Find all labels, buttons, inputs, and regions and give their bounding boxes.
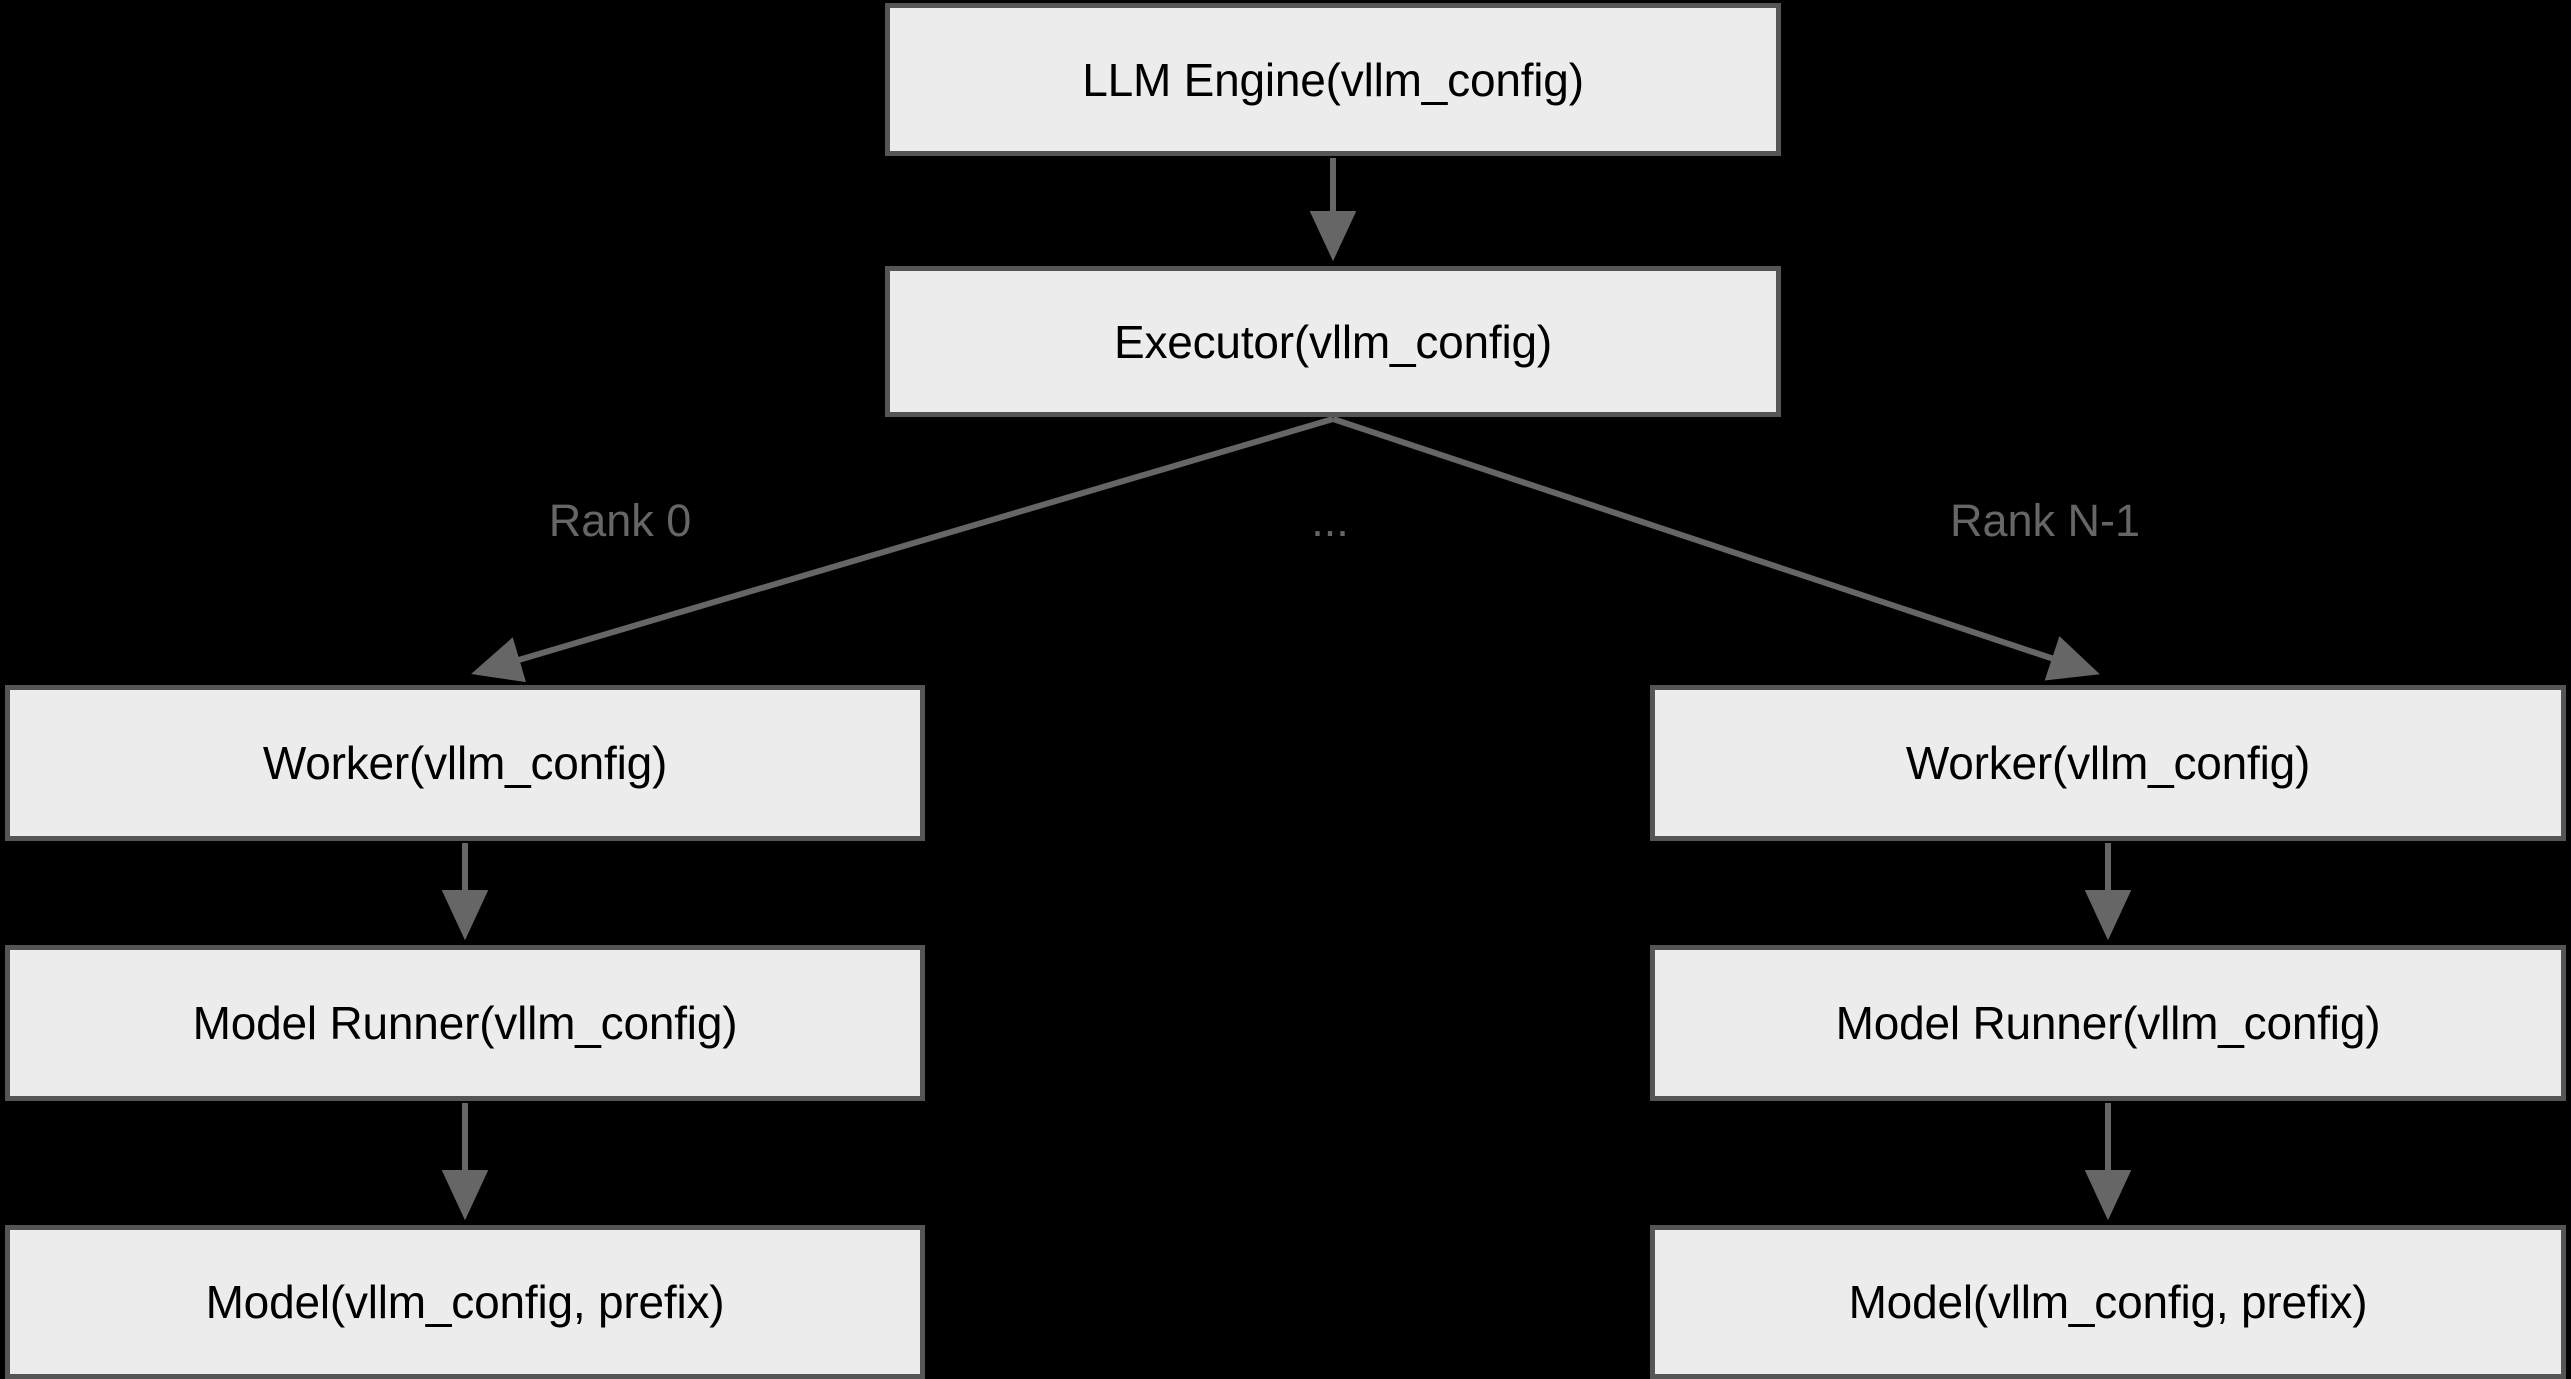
node-worker-rank-0[interactable]: Worker(vllm_config) — [5, 685, 925, 841]
node-model-runner-rank-0[interactable]: Model Runner(vllm_config) — [5, 945, 925, 1101]
edge-label-rank-n-1: Rank N-1 — [1949, 495, 2141, 546]
node-model-rank-n-1-label: Model(vllm_config, prefix) — [1848, 1276, 2368, 1328]
node-llm-engine-label: LLM Engine(vllm_config) — [1082, 53, 1584, 106]
node-model-rank-0[interactable]: Model(vllm_config, prefix) — [5, 1225, 925, 1379]
node-worker-rank-0-label: Worker(vllm_config) — [262, 737, 668, 789]
node-executor[interactable]: Executor(vllm_config) — [885, 266, 1781, 417]
node-model-runner-rank-n-1-label: Model Runner(vllm_config) — [1835, 997, 2381, 1049]
node-worker-rank-n-1[interactable]: Worker(vllm_config) — [1650, 685, 2566, 841]
node-model-runner-rank-n-1[interactable]: Model Runner(vllm_config) — [1650, 945, 2566, 1101]
node-executor-label: Executor(vllm_config) — [1113, 315, 1553, 368]
node-model-rank-n-1[interactable]: Model(vllm_config, prefix) — [1650, 1225, 2566, 1379]
node-model-runner-rank-0-label: Model Runner(vllm_config) — [192, 997, 738, 1049]
edge-label-ellipsis: ... — [1311, 495, 1349, 546]
edge-label-rank-0: Rank 0 — [548, 495, 692, 546]
node-worker-rank-n-1-label: Worker(vllm_config) — [1905, 737, 2311, 789]
node-model-rank-0-label: Model(vllm_config, prefix) — [205, 1276, 725, 1328]
node-llm-engine[interactable]: LLM Engine(vllm_config) — [885, 3, 1781, 156]
